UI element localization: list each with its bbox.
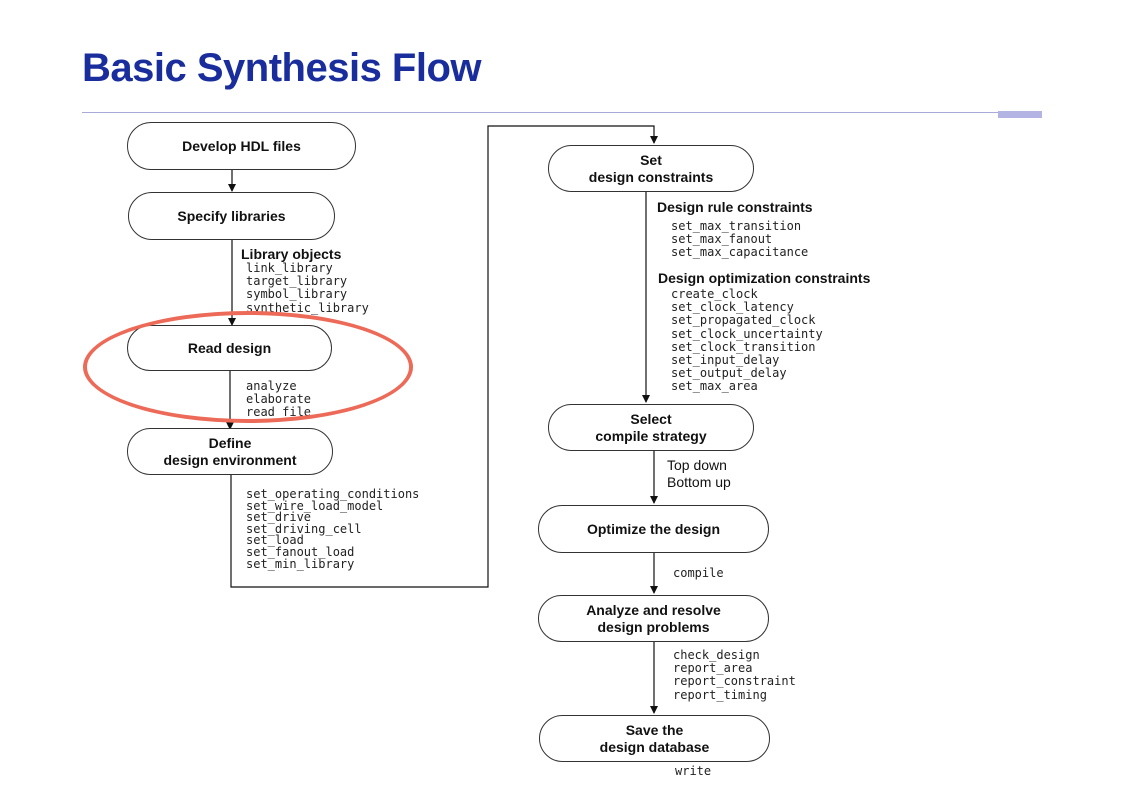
design-rule-constraints-heading: Design rule constraints [657,199,813,215]
command: report_constraint [673,674,796,689]
command: check_design [673,648,760,662]
set-constraints-label-line1: Set [640,151,662,168]
optimize-design-box: Optimize the design [538,505,769,553]
environment-commands: set_operating_conditions set_wire_load_m… [246,487,420,571]
optimize-command: compile [673,566,724,580]
command: report_timing [673,687,767,702]
command: set_output_delay [671,366,787,381]
analyze-commands: check_design report_area report_constrai… [673,648,796,702]
develop-hdl-files-label: Develop HDL files [182,137,301,154]
title-rule-accent [998,111,1042,118]
command: symbol_library [246,287,348,302]
specify-libraries-box: Specify libraries [128,192,335,240]
command: set_max_fanout [671,232,773,247]
specify-libraries-label: Specify libraries [177,207,286,224]
command: set_propagated_clock [671,313,816,328]
command: create_clock [671,287,758,301]
define-environment-box: Define design environment [127,428,333,475]
command: report_area [673,661,753,676]
design-rule-commands: set_max_transition set_max_fanout set_ma… [671,219,809,260]
arrow-define-to-constraints [230,125,658,588]
define-environment-label-line1: Define [208,434,252,451]
define-environment-label-line2: design environment [163,451,297,468]
analyze-resolve-box: Analyze and resolve design problems [538,595,769,642]
command: set_driving_cell [246,521,362,536]
strategy-option: Top down [667,457,727,473]
command: set_clock_transition [671,339,816,354]
command: set_max_area [671,379,758,394]
select-strategy-label-line2: compile strategy [595,427,707,444]
command: set_fanout_load [246,544,355,559]
command: set_wire_load_model [246,498,384,513]
command: set_input_delay [671,353,780,368]
design-optimization-constraints-heading: Design optimization constraints [658,270,871,286]
compile-strategies: Top down Bottom up [667,457,731,490]
strategy-option: Bottom up [667,473,731,490]
slide-title: Basic Synthesis Flow [82,46,482,90]
set-constraints-label-line2: design constraints [588,168,714,185]
analyze-label-line2: design problems [597,618,710,635]
analyze-label-line1: Analyze and resolve [586,601,721,618]
design-optimization-commands: create_clock set_clock_latency set_propa… [671,287,823,394]
command: set_clock_latency [671,300,794,315]
command: target_library [246,274,348,289]
save-command: write [675,764,712,778]
read-design-highlight-ring [83,311,413,423]
command: set_max_transition [671,219,802,233]
command: set_operating_conditions [246,487,420,501]
command: set_drive [246,510,312,525]
command: set_load [246,533,304,548]
save-label-line1: Save the [625,721,684,738]
library-objects-commands: link_library target_library symbol_libra… [246,261,369,315]
title-rule [82,112,1042,113]
command: link_library [246,261,333,275]
select-compile-strategy-box: Select compile strategy [548,404,754,451]
command: set_min_library [246,556,355,571]
optimize-design-label: Optimize the design [586,520,720,537]
set-design-constraints-box: Set design constraints [548,145,754,192]
develop-hdl-files-box: Develop HDL files [127,122,356,170]
command: set_clock_uncertainty [671,326,823,341]
save-design-database-box: Save the design database [539,715,770,762]
save-label-line2: design database [599,738,710,755]
library-objects-heading: Library objects [241,246,342,262]
select-strategy-label-line1: Select [630,410,672,427]
command: set_max_capacitance [671,245,809,260]
